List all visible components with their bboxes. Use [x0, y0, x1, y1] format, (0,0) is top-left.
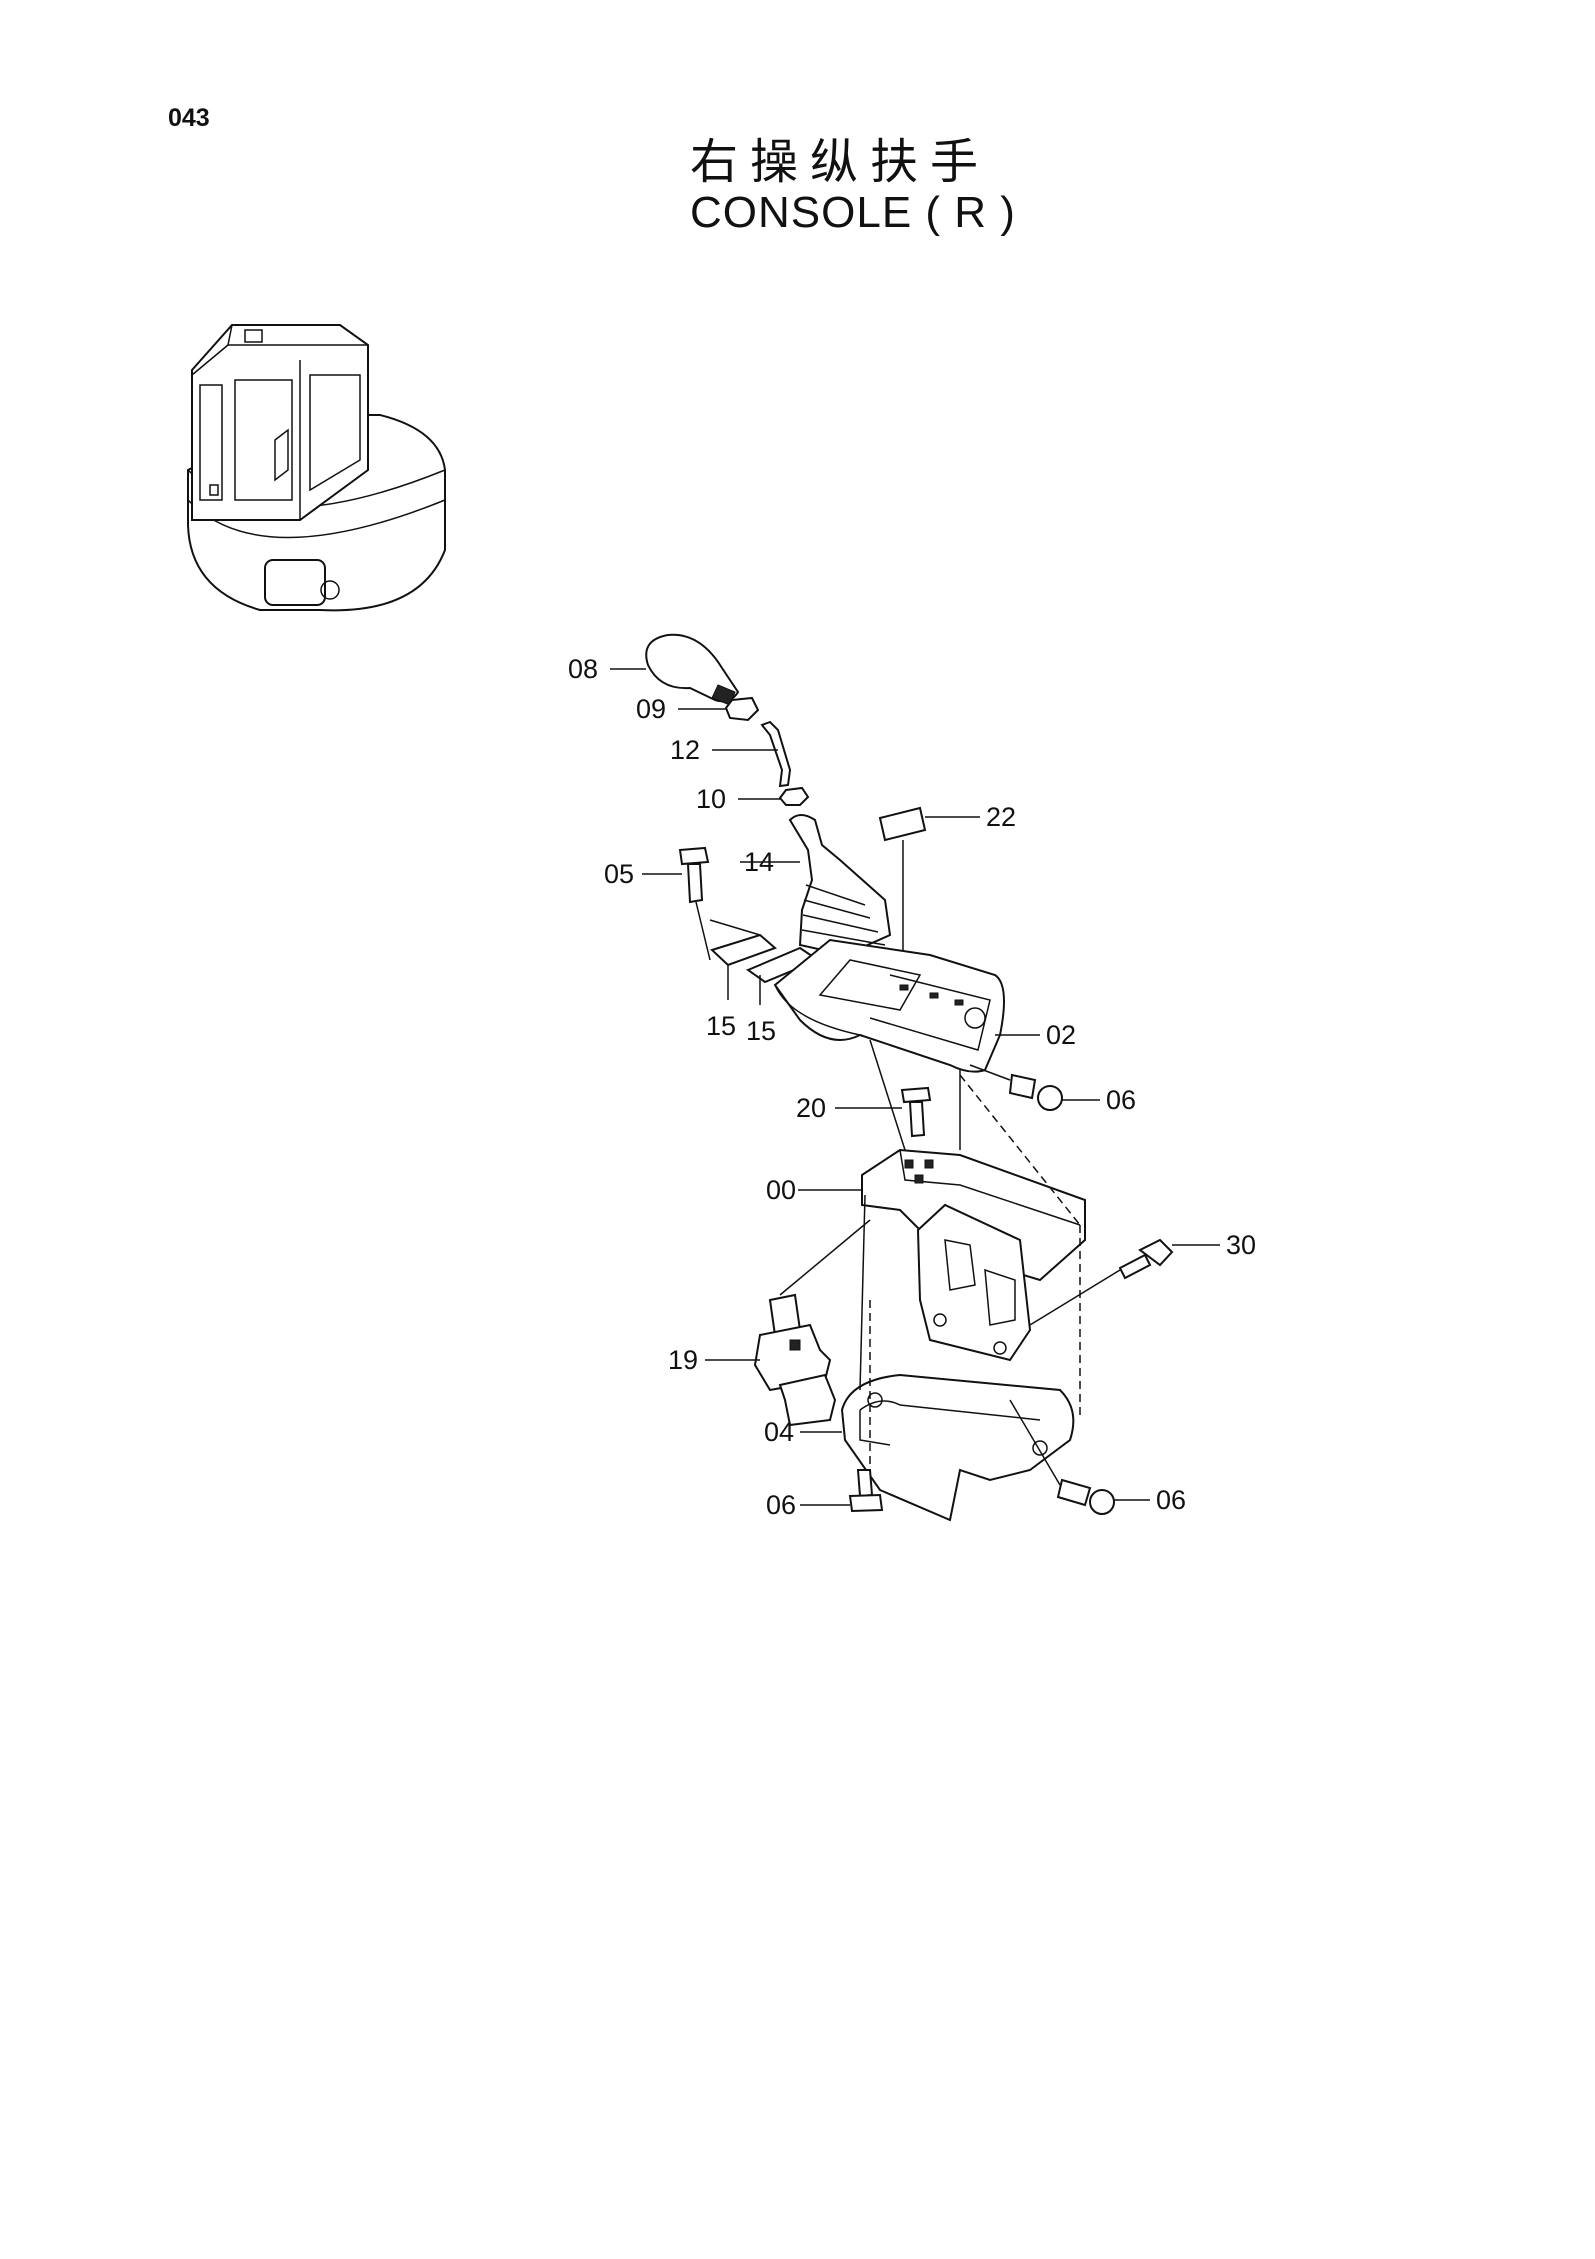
page-number: 043 — [168, 104, 210, 132]
part-06-bolt-upper — [969, 1064, 1100, 1111]
callout-09: 09 — [636, 694, 666, 724]
callout-14: 14 — [744, 847, 774, 877]
assembly-guide-lines — [869, 1074, 1081, 1470]
part-30-bolt — [1029, 1238, 1220, 1326]
callout-05: 05 — [604, 859, 634, 889]
callout-12: 12 — [670, 735, 700, 765]
part-22-switch-cap — [878, 806, 980, 965]
callout-06-upper: 06 — [1106, 1085, 1136, 1115]
part-20-bolt — [835, 1086, 932, 1138]
callout-00: 00 — [766, 1175, 796, 1205]
part-00-bracket — [798, 1039, 1086, 1282]
callout-15-left: 15 — [706, 1011, 736, 1041]
part-19-switch — [705, 1219, 871, 1427]
callout-04: 04 — [764, 1417, 794, 1447]
callout-22: 22 — [986, 802, 1016, 832]
part-04-lower-cover — [800, 1194, 1075, 1522]
callout-06-bottom-left: 06 — [766, 1490, 796, 1520]
callout-20: 20 — [796, 1093, 826, 1123]
side-plate — [916, 1203, 1032, 1362]
part-09-nut — [678, 696, 760, 722]
part-14-lever-boot — [740, 814, 892, 957]
callout-08: 08 — [568, 654, 598, 684]
part-08-lever-grip — [610, 633, 740, 706]
part-05-bolt — [642, 846, 711, 961]
part-10-nut — [738, 786, 810, 806]
callout-10: 10 — [696, 784, 726, 814]
callout-02: 02 — [1046, 1020, 1076, 1050]
title-chinese: 右操纵扶手 — [690, 134, 991, 190]
part-02-console-cover — [773, 938, 1040, 1073]
callout-06-bottom-right: 06 — [1156, 1485, 1186, 1515]
excavator-cab-thumbnail — [187, 324, 446, 612]
part-06-bolt-bottom-left — [800, 1469, 884, 1513]
callout-30: 30 — [1226, 1230, 1256, 1260]
part-12-rod — [712, 720, 792, 788]
callout-15-right: 15 — [746, 1016, 776, 1046]
part-06-bolt-bottom-right — [1009, 1399, 1150, 1515]
callout-19: 19 — [668, 1345, 698, 1375]
title-english: CONSOLE ( R ) — [690, 188, 1016, 237]
